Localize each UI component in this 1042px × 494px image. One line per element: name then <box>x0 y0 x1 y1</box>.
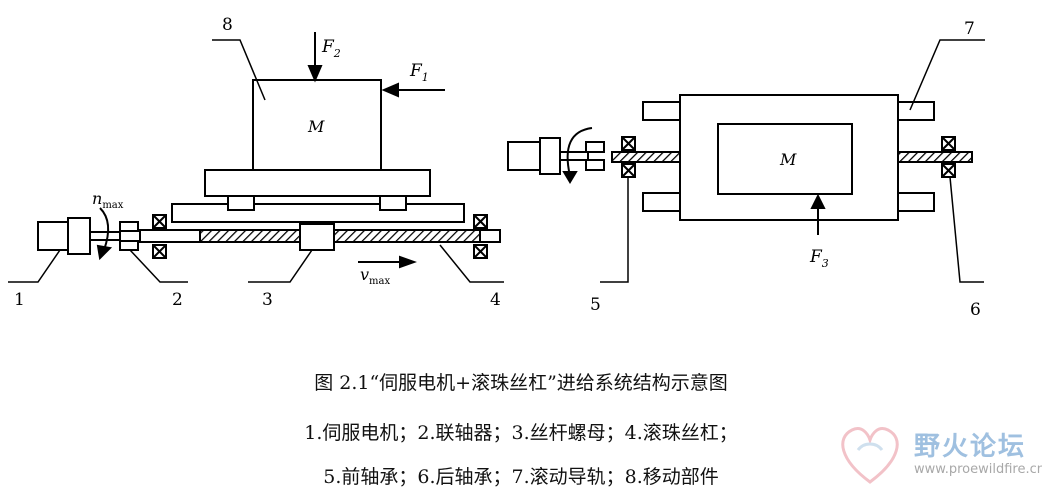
speed-v-label: vmax <box>360 265 390 287</box>
label-1: 1 <box>14 290 25 310</box>
bearing-rear-left <box>473 214 488 259</box>
speed-n-arrow <box>99 207 110 251</box>
speed-n-label: nmax <box>92 189 124 211</box>
coupling-right-bottom <box>585 159 605 171</box>
feed-system-diagram: 8 1 2 3 4 M F2 F1 nmax vmax <box>8 15 985 320</box>
rail-block-bottom-right <box>896 192 935 212</box>
force-f2-head <box>307 65 323 83</box>
force-f3-label: F3 <box>809 247 829 270</box>
coupling-top <box>119 221 139 232</box>
leader-7 <box>909 39 985 111</box>
bearing-rear-right <box>941 136 956 178</box>
figure-legend-line-1: 1.伺服电机；2.联轴器；3.丝杆螺母；4.滚珠丝杠； <box>304 422 738 444</box>
rail-block-top-right <box>896 101 935 121</box>
speed-v-head <box>399 255 417 269</box>
force-f3-head <box>810 193 826 209</box>
label-5: 5 <box>590 295 601 315</box>
watermark-name: 野火论坛 <box>914 432 1027 462</box>
worktable-plate <box>204 169 431 197</box>
servo-motor-right-flange <box>539 137 561 175</box>
figure-legend-line-2: 5.前轴承；6.后轴承；7.滚动导轨；8.移动部件 <box>323 466 719 488</box>
left-view <box>8 32 504 283</box>
rotation-arrow-right-head <box>562 171 578 184</box>
carriage-block-right <box>379 195 407 211</box>
leader-8 <box>212 39 266 101</box>
figure-caption-title: 图 2.1“伺服电机+滚珠丝杠”进给系统结构示意图 <box>314 372 728 394</box>
bearing-front-left <box>152 214 167 259</box>
screw-nut <box>299 223 335 251</box>
left-view-labels: 8 1 2 3 4 M F2 F1 nmax vmax <box>14 15 501 310</box>
force-f2-label: F2 <box>321 37 341 60</box>
leader-2 <box>129 249 188 283</box>
leader-5 <box>600 177 629 283</box>
moving-body-inner <box>717 123 853 195</box>
watermark-url: www.proewildfire.cn <box>914 462 1042 477</box>
force-f1-head <box>381 82 399 98</box>
coupling-bottom <box>119 240 139 251</box>
force-f1-label: F1 <box>409 61 429 84</box>
label-3: 3 <box>262 290 273 310</box>
bearing-front-right <box>621 136 636 178</box>
servo-motor-flange <box>67 217 91 255</box>
leader-4 <box>439 244 504 283</box>
watermark: 野火论坛 www.proewildfire.cn <box>828 418 1042 494</box>
guide-rail <box>171 203 465 223</box>
motor-shaft <box>89 231 121 241</box>
leader-1 <box>8 249 61 283</box>
rail-block-top-left <box>642 101 681 121</box>
label-2: 2 <box>172 290 183 310</box>
label-4: 4 <box>490 290 501 310</box>
rail-block-bottom-left <box>642 192 681 212</box>
mass-label-left: M <box>307 117 325 136</box>
watermark-logo-icon <box>841 427 899 484</box>
leader-3 <box>248 249 313 283</box>
right-view <box>507 39 985 283</box>
label-8: 8 <box>222 15 233 35</box>
leader-6 <box>949 176 984 283</box>
mass-label-right: M <box>779 150 797 169</box>
carriage-block-left <box>227 195 255 211</box>
motor-shaft-right <box>559 151 589 161</box>
label-6: 6 <box>970 300 981 320</box>
speed-n-head <box>96 244 113 261</box>
servo-motor-right <box>507 141 545 171</box>
moving-part-box <box>252 79 382 171</box>
label-7: 7 <box>964 19 975 39</box>
right-view-labels: 5 6 7 M F3 <box>590 19 981 320</box>
coupling-right-top <box>585 141 605 153</box>
ball-screw-thread <box>199 229 481 243</box>
rotation-arrow-right <box>566 127 593 177</box>
